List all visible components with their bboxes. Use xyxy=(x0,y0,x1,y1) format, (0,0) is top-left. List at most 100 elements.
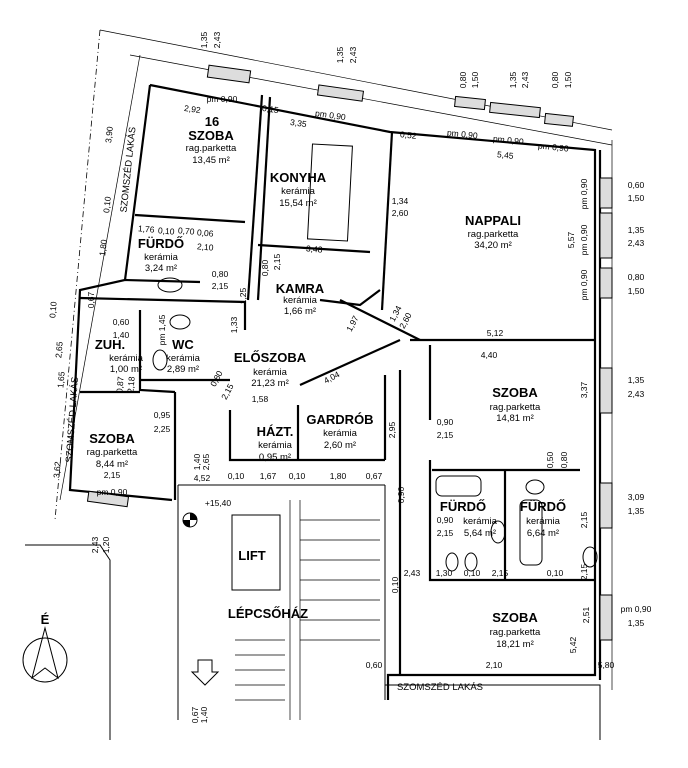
dimension-label: 2,60 xyxy=(392,208,409,218)
room-floor: kerámia xyxy=(281,186,316,197)
dimension-label: 1,76 xyxy=(138,223,156,234)
dimension-label: 5,12 xyxy=(487,328,504,338)
sink xyxy=(490,520,506,544)
room-floor: kerámia xyxy=(253,367,288,378)
dimension-label: 0,10 xyxy=(158,225,176,236)
dimension-label: 2,65 xyxy=(201,453,211,470)
dimension-label: 0,67 xyxy=(86,291,96,308)
room-area: 2,60 m² xyxy=(324,440,356,451)
room-area: 0,95 m² xyxy=(259,452,291,463)
level-label: +15,40 xyxy=(205,498,232,508)
dimension-label: 0,80 xyxy=(212,269,229,279)
dimension-label: 3,90 xyxy=(103,126,115,144)
toilet xyxy=(525,479,545,495)
dimension-label: 0,06 xyxy=(197,227,215,238)
stair-label: LÉPCSŐHÁZ xyxy=(228,606,308,621)
room-floor: kerámia xyxy=(166,353,201,364)
dimension-label: 3,62 xyxy=(51,461,62,479)
dimension-label: 5,42 xyxy=(568,636,578,653)
dimension-label: 1,50 xyxy=(470,71,480,88)
dimension-label: 1,33 xyxy=(229,316,239,333)
dimension-label: 0,10 xyxy=(390,576,400,593)
dimension-label: 0,95 xyxy=(154,410,171,420)
dimension-label: 2,43 xyxy=(90,536,100,553)
dimension-label: 1,40 xyxy=(199,706,209,723)
dimension-label: 5,57 xyxy=(566,231,576,248)
dimension-label: 1,65 xyxy=(55,371,66,389)
compass: É xyxy=(22,612,68,683)
room-name: SZOBA xyxy=(89,431,135,446)
room-area: 21,23 m² xyxy=(251,378,289,389)
dimension-label: 2,43 xyxy=(628,238,645,248)
toilet xyxy=(445,552,459,572)
dimension-label: 0,60 xyxy=(366,660,383,670)
dimension-label: 2,43 xyxy=(628,389,645,399)
dimension-label: 1,35 xyxy=(628,375,645,385)
dimension-label: 2,51 xyxy=(581,606,591,623)
room-name: SZOBA xyxy=(492,610,538,625)
dimension-label: 2,43 xyxy=(212,31,222,48)
dimension-label: 0,10 xyxy=(289,471,306,481)
dimension-label: 0,80 xyxy=(458,71,468,88)
lift-shaft xyxy=(231,514,281,591)
dimension-label: 2,15 xyxy=(219,382,236,402)
dimension-label: 2,65 xyxy=(53,341,64,359)
dimension-label: 1,67 xyxy=(260,471,277,481)
neighbor-label: SZOMSZÉD LAKÁS xyxy=(397,682,483,693)
room-floor: kerámia xyxy=(526,516,561,527)
room-area: 15,54 m² xyxy=(279,198,317,209)
dimension-label: pm 0,90 xyxy=(538,140,570,153)
dimension-label: 2,92 xyxy=(184,103,202,115)
dimension-label: 5,45 xyxy=(497,149,515,161)
north-label: É xyxy=(41,612,50,627)
dimension-label: 3,09 xyxy=(628,492,645,502)
compass-circle xyxy=(22,637,68,683)
dimension-label: 0,10 xyxy=(101,196,113,214)
dimension-label: 1,25 xyxy=(238,287,248,304)
dimension-label: 2,43 xyxy=(520,71,530,88)
dimension-label: 1,30 xyxy=(436,568,453,578)
room-area: 1,66 m² xyxy=(284,306,316,317)
dimension-label: 2,15 xyxy=(437,430,454,440)
room-name: ELŐSZOBA xyxy=(234,350,307,365)
dimension-label: 2,15 xyxy=(492,568,509,578)
north-arrow-icon xyxy=(31,626,59,680)
stair-arrow-icon xyxy=(190,659,220,686)
room-area: 13,45 m² xyxy=(192,155,230,166)
dimension-label: pm 0,90 xyxy=(579,178,589,209)
room-name: SZOBA xyxy=(188,128,234,143)
stair-steps xyxy=(235,500,380,720)
room-name: GARDRÓB xyxy=(306,412,373,427)
room-name: KAMRA xyxy=(276,281,325,296)
dimension-label: pm 0,90 xyxy=(493,133,525,146)
dimension-label: 0,90 xyxy=(396,486,406,503)
dimension-label: 1,35 xyxy=(199,31,209,48)
kitchen-counter xyxy=(306,143,353,242)
walls xyxy=(25,29,613,740)
room-area: 3,24 m² xyxy=(145,263,177,274)
dimension-label: 0,67 xyxy=(190,706,200,723)
dimension-label: 5,80 xyxy=(598,660,615,670)
dimension-label: 0,10 xyxy=(228,471,245,481)
dimension-label: 1,50 xyxy=(628,286,645,296)
dimension-label: 1,20 xyxy=(101,536,111,553)
room-name: FÜRDŐ xyxy=(138,236,184,251)
room-area: 5,64 m² xyxy=(464,528,496,539)
room-area: 34,20 m² xyxy=(474,240,512,251)
room-floor: rag.parketta xyxy=(468,229,519,240)
dimension-label: 1,40 xyxy=(192,453,202,470)
dimension-label: pm 0,90 xyxy=(97,487,128,497)
room-name: ZUH. xyxy=(95,337,125,352)
dimension-label: 2,15 xyxy=(579,511,589,528)
room-area: 14,81 m² xyxy=(496,413,534,424)
dimension-label: pm 0,90 xyxy=(621,604,652,614)
dimension-label: 1,80 xyxy=(97,239,109,257)
toilet xyxy=(152,349,168,371)
dimension-label: 1,58 xyxy=(252,394,269,404)
dimension-label: 2,15 xyxy=(579,563,589,580)
room-area: 6,64 m² xyxy=(527,528,559,539)
bidet xyxy=(464,552,478,572)
dimension-label: 0,87 xyxy=(114,376,125,394)
dimension-label: 2,95 xyxy=(387,421,397,438)
dimension-label: pm 0,90 xyxy=(579,269,589,300)
